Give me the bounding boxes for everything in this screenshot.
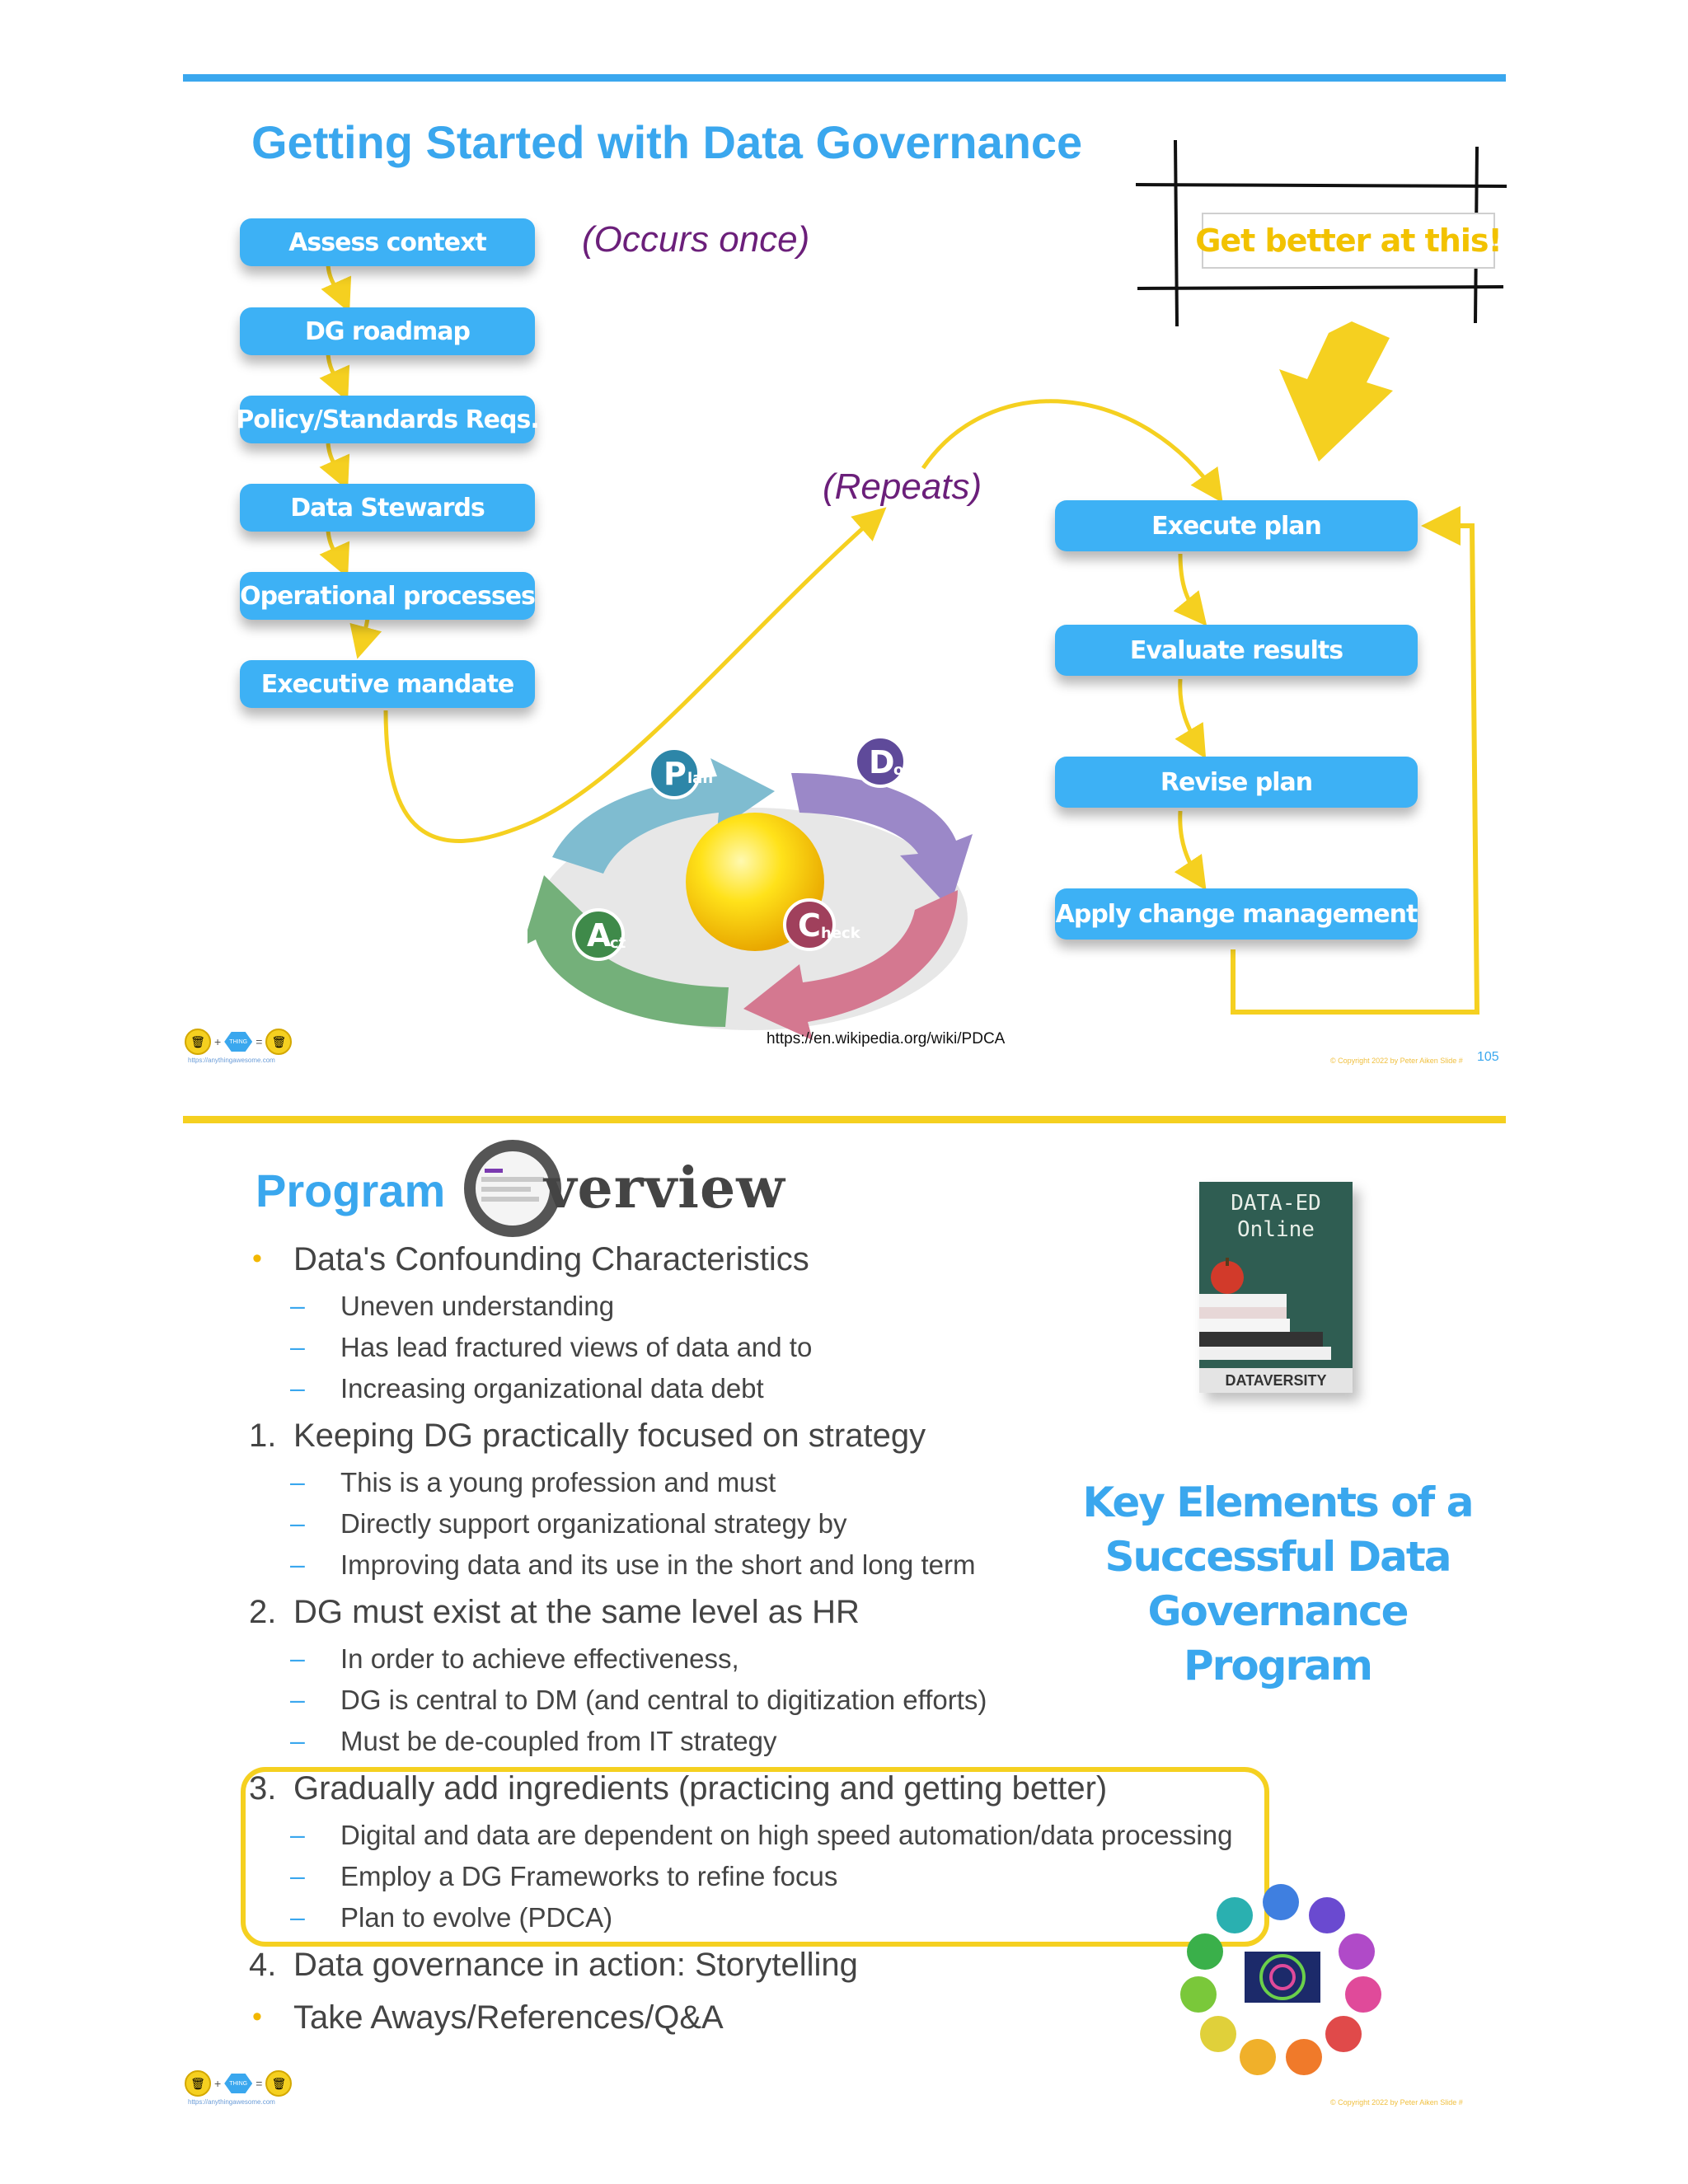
step-operational-processes: Operational processes [240,572,536,620]
cycle-revise-plan: Revise plan [1055,757,1418,808]
step-assess-context: Assess context [240,218,535,266]
step-executive-mandate: Executive mandate [240,660,535,708]
cycle-connectors [1173,553,1207,891]
occurs-once-note: (Occurs once) [582,219,810,260]
repeats-note: (Repeats) [823,466,982,507]
svg-text:D: D [869,744,895,780]
slide1-page-number: 105 [1477,1050,1499,1064]
dash-marker: – [290,1726,305,1755]
get-better-label: Get better at this! [1195,213,1503,269]
magnifier-o-icon [464,1140,561,1237]
dash-marker: – [290,1902,305,1932]
dash-marker: – [290,1291,305,1320]
dash-marker: – [290,1373,305,1403]
sub-item: Uneven understanding [340,1291,615,1321]
arc-to-execute [921,399,1223,504]
plan-arrow [552,758,775,874]
svg-text:o: o [893,762,903,779]
sub-item: Directly support organizational strategy… [340,1508,847,1539]
section-number: 4. [249,1947,277,1983]
loop-back-arrow [1231,506,1480,1015]
highlight-box-section-3 [241,1767,1269,1947]
dash-marker: – [290,1820,305,1849]
big-down-arrow [1279,321,1393,462]
book-brand: DATAVERSITY [1199,1368,1353,1393]
step-dg-roadmap: DG roadmap [240,307,535,355]
svg-text:C: C [798,907,821,944]
sub-item: Must be de-coupled from IT strategy [340,1726,777,1756]
svg-text:ct: ct [610,935,626,952]
dash-marker: – [290,1508,305,1538]
source-url: https://en.wikipedia.org/wiki/PDCA [767,1030,1006,1047]
sub-item: DG is central to DM (and central to digi… [340,1685,987,1715]
sub-item: Plan to evolve (PDCA) [340,1902,613,1933]
get-better-frame [1135,139,1507,327]
pdca-wheel: P lan D o C heck A ct [528,735,973,1040]
thing-hex-icon: THING [224,1032,253,1052]
trash-icon: 🗑 [265,1029,293,1055]
cycle-execute-plan: Execute plan [1055,500,1418,551]
slide2-footer-logo: 🗑 + THING = 🗑 [185,2070,293,2097]
section-number: 1. [249,1418,277,1454]
section-number: 2. [249,1594,277,1630]
act-arrow [528,875,729,1027]
section-heading: DG must exist at the same level as HR [293,1594,860,1630]
sub-item: Employ a DG Frameworks to refine focus [340,1861,838,1891]
thing-hex-icon: THING [224,2074,253,2093]
do-arrow [791,773,973,908]
s-curve-to-repeats [383,507,887,843]
section-heading: Data's Confounding Characteristics [293,1241,809,1277]
flow-arrows [319,139,1507,1015]
trash-icon: 🗑 [185,1029,211,1055]
bullet-marker: • [252,1243,262,1274]
cycle-apply-change-management: Apply change management [1055,888,1418,940]
trash-icon: 🗑 [265,2070,293,2097]
section-heading: Data governance in action: Storytelling [293,1947,858,1983]
slide2-title-word: Program [256,1165,446,1216]
slide1-footer-logo: 🗑 + THING = 🗑 [185,1029,293,1055]
trash-icon: 🗑 [185,2070,211,2097]
step-connectors [319,265,382,659]
book-title: DATA-ED Online [1231,1191,1321,1242]
dash-marker: – [290,1332,305,1361]
svg-text:heck: heck [821,925,861,942]
cycle-evaluate-results: Evaluate results [1055,625,1418,676]
dash-marker: – [290,1685,305,1714]
dash-marker: – [290,1467,305,1497]
spiral-screen [1245,1952,1320,2003]
check-arrow [743,890,958,1040]
slide1-logo-url: https://anythingawesome.com [188,1057,275,1064]
sub-item: Digital and data are dependent on high s… [340,1820,1233,1850]
svg-text:A: A [587,917,612,954]
slide2-title-logo: verview [544,1155,785,1221]
dash-marker: – [290,1549,305,1579]
slide2-top-bar [183,1116,1506,1123]
dash-marker: – [290,1861,305,1891]
sub-item: In order to achieve effectiveness, [340,1643,739,1674]
slide2-logo-url: https://anythingawesome.com [188,2098,275,2106]
sub-item: Has lead fractured views of data and to [340,1332,813,1362]
section-heading: Keeping DG practically focused on strate… [293,1418,926,1454]
pdca-letters: P lan D o C heck A ct [572,735,907,961]
svg-text:P: P [663,756,687,792]
bullet-marker: • [252,2001,262,2032]
section-heading: Gradually add ingredients (practicing an… [293,1770,1108,1807]
people-ring [1180,1884,1381,2075]
slide1-title: Getting Started with Data Governance [251,116,1083,168]
step-policy-standards: Policy/Standards Reqs. [236,396,540,443]
section-heading: Take Aways/References/Q&A [293,1999,724,2036]
data-ed-book-cover: DATA-ED Online DATAVERSITY [1199,1182,1353,1393]
key-elements-heading: Key Elements of a Successful Data Govern… [1082,1479,1475,1690]
sub-item: This is a young profession and must [340,1467,776,1497]
book-stack-apple-image [1199,1258,1331,1360]
dash-marker: – [290,1643,305,1673]
svg-text:lan: lan [687,770,713,787]
sub-item: Improving data and its use in the short … [340,1549,976,1580]
slide1-copyright: © Copyright 2022 by Peter Aiken Slide # [1330,1057,1463,1065]
circle-of-people-image [1180,1884,1381,2075]
sub-item: Increasing organizational data debt [340,1373,764,1404]
slide1-top-bar [183,74,1506,82]
slide2-copyright: © Copyright 2022 by Peter Aiken Slide # [1330,2098,1463,2107]
step-data-stewards: Data Stewards [240,484,535,532]
